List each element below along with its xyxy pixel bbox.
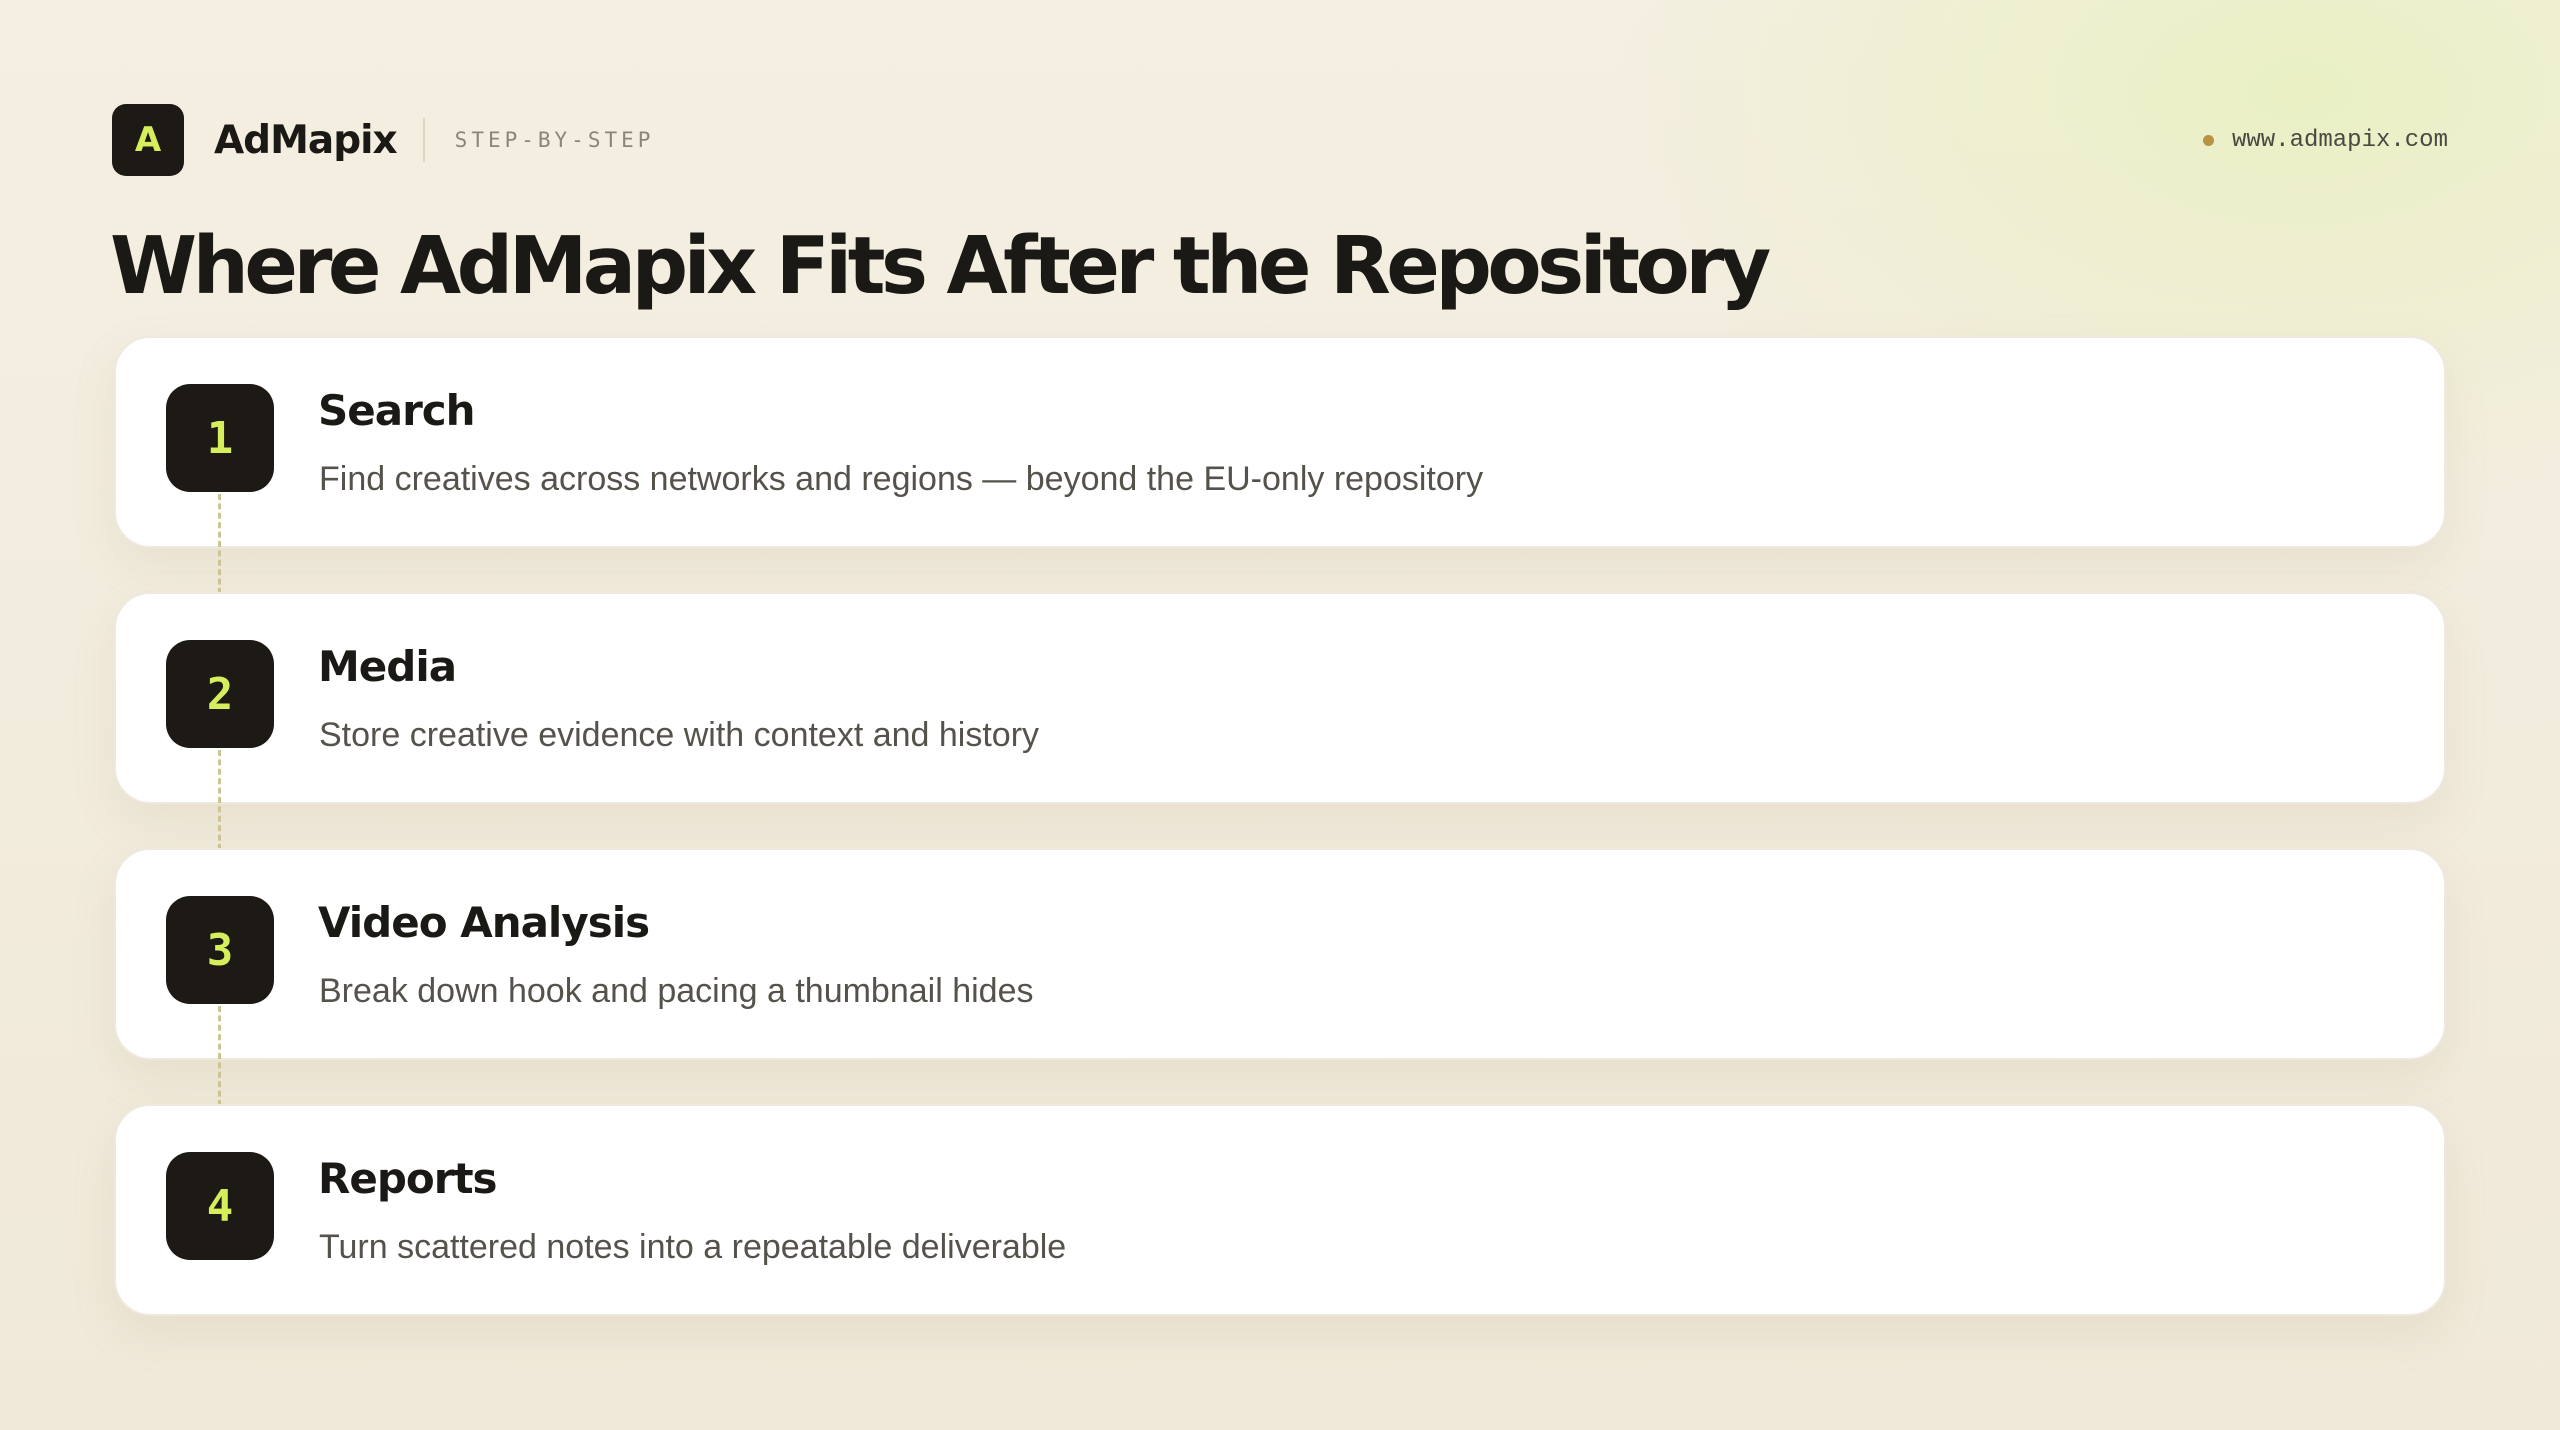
tagline: STEP-BY-STEP xyxy=(454,128,655,152)
step-description: Turn scattered notes into a repeatable d… xyxy=(319,1228,1067,1266)
step-title: Video Analysis xyxy=(318,898,650,947)
brand-name: AdMapix xyxy=(214,117,398,163)
step-title: Search xyxy=(318,386,476,435)
step-connector xyxy=(218,750,221,850)
step-connector xyxy=(218,1006,221,1106)
step-number-badge: 2 xyxy=(166,640,274,748)
brand-logo-icon[interactable]: A xyxy=(112,104,184,176)
page-title: Where AdMapix Fits After the Repository xyxy=(110,220,1771,312)
step-connector xyxy=(218,494,221,594)
step-description: Store creative evidence with context and… xyxy=(319,716,1040,754)
step-title: Media xyxy=(318,642,457,691)
step-card-3: 3 Video Analysis Break down hook and pac… xyxy=(114,848,2446,1106)
step-card-1: 1 Search Find creatives across networks … xyxy=(114,336,2446,594)
step-card-4: 4 Reports Turn scattered notes into a re… xyxy=(114,1104,2446,1316)
step-number-badge: 4 xyxy=(166,1152,274,1260)
header: A AdMapix STEP-BY-STEP www.admapix.com xyxy=(112,104,2448,176)
steps-list: 1 Search Find creatives across networks … xyxy=(114,336,2446,1316)
dot-icon xyxy=(2202,134,2214,146)
step-description: Find creatives across networks and regio… xyxy=(319,460,1484,498)
header-divider xyxy=(422,118,425,162)
website-link[interactable]: www.admapix.com xyxy=(2202,126,2448,154)
step-number-badge: 3 xyxy=(166,896,274,1004)
step-title: Reports xyxy=(318,1154,498,1203)
website-url: www.admapix.com xyxy=(2231,126,2448,154)
step-card-2: 2 Media Store creative evidence with con… xyxy=(114,592,2446,850)
step-description: Break down hook and pacing a thumbnail h… xyxy=(319,972,1034,1010)
step-number-badge: 1 xyxy=(166,384,274,492)
